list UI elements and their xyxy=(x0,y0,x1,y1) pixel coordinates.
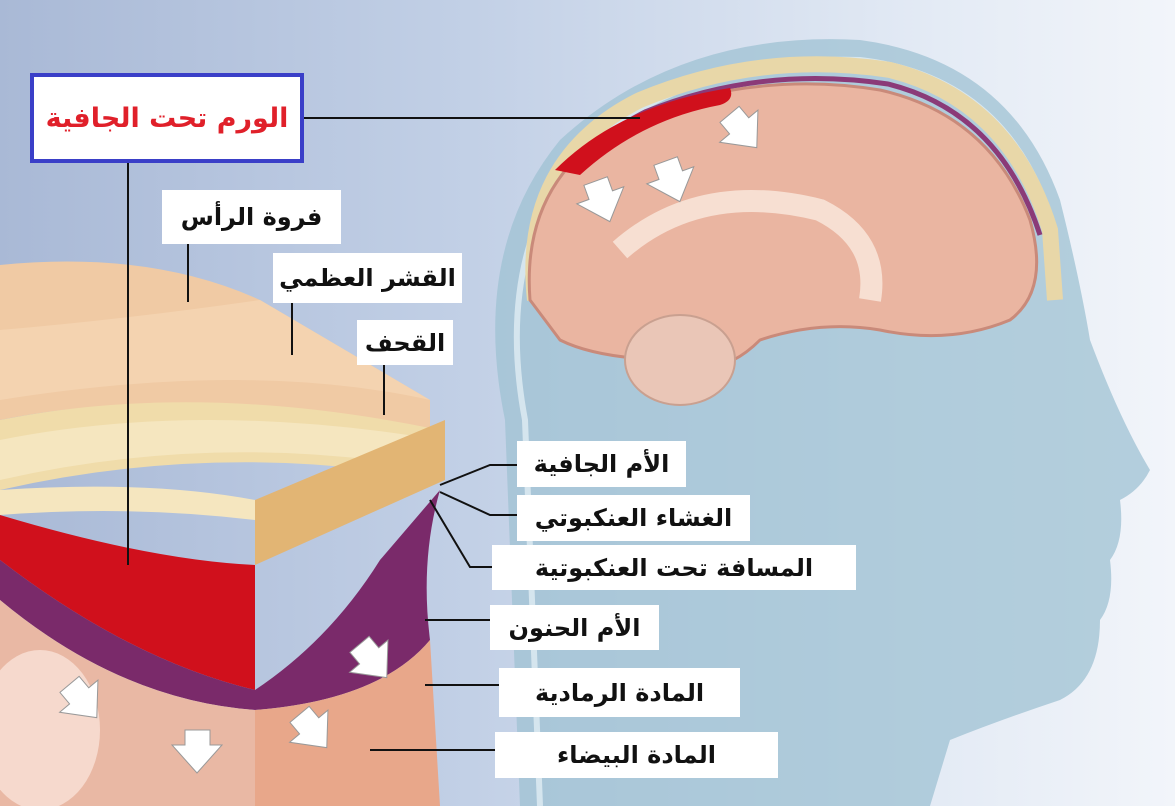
pressure-arrows xyxy=(575,105,759,223)
label-subarachnoid-space: المسافة تحت العنكبوتية xyxy=(492,545,856,590)
label-dura-mater: الأم الجافية xyxy=(517,441,686,487)
leader-lines xyxy=(127,117,640,751)
skull-band xyxy=(525,56,1063,301)
skull-side xyxy=(255,420,445,565)
label-bone-cortex: القشر العظمي xyxy=(273,253,462,303)
label-arachnoid: الغشاء العنكبوتي xyxy=(517,495,750,541)
label-pia-mater: الأم الحنون xyxy=(490,605,659,650)
hematoma-section xyxy=(0,515,255,690)
hematoma-brain xyxy=(555,88,732,175)
label-grey-matter: المادة الرمادية xyxy=(499,668,740,717)
subarachnoid-layer xyxy=(0,490,440,710)
cerebellum xyxy=(624,314,736,406)
subdural-hematoma-title: الورم تحت الجافية xyxy=(30,73,304,163)
label-scalp: فروة الرأس xyxy=(162,190,341,244)
label-skull: القحف xyxy=(357,320,453,365)
label-white-matter: المادة البيضاء xyxy=(495,732,778,778)
